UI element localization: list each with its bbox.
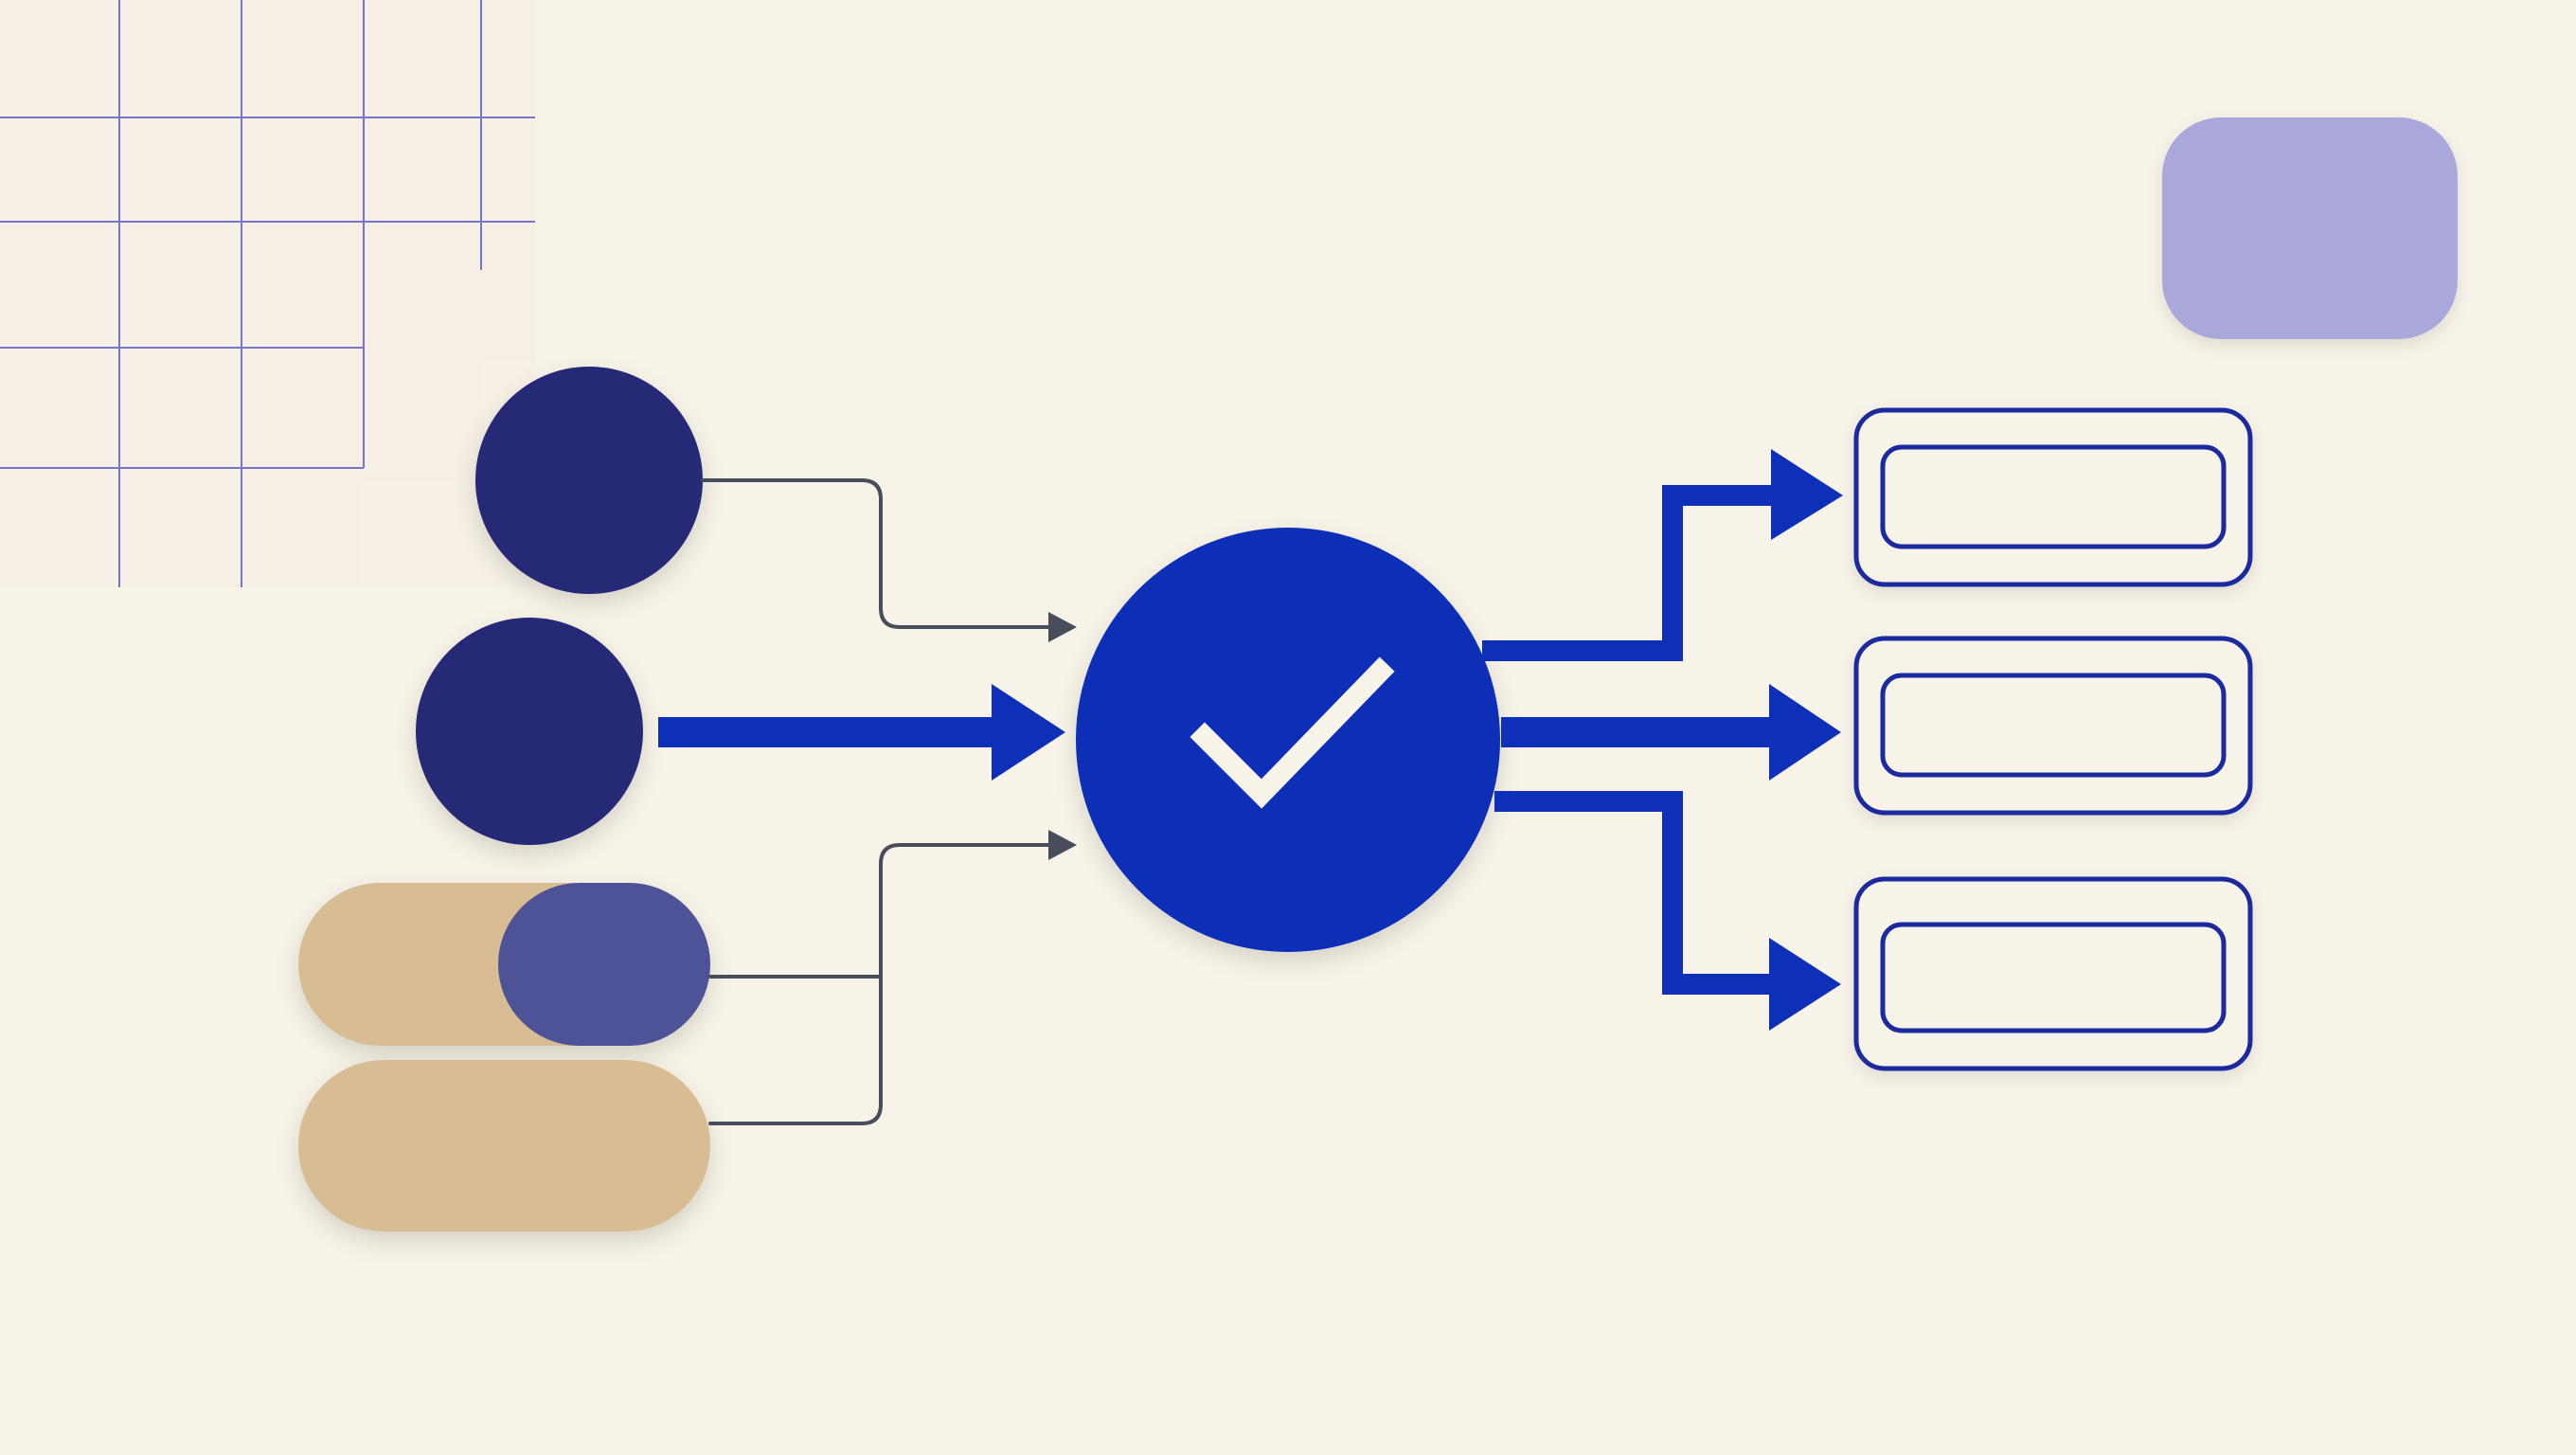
primary-input-arrow: [658, 684, 1065, 781]
input-circle-1: [475, 367, 703, 594]
connector-circle-1-arrowhead: [1048, 612, 1077, 642]
output-flow-1: [1482, 449, 1843, 661]
output-flow-2: [1501, 684, 1841, 781]
output-flow-3: [1494, 791, 1841, 1031]
output-box-3-inner: [1880, 922, 2227, 1033]
verify-hub: [1076, 528, 1500, 952]
output-flow-3-line: [1494, 791, 1780, 995]
output-box-2-inner: [1880, 673, 2227, 778]
output-box-1: [1853, 407, 2253, 587]
connector-circle-1-to-hub: [701, 478, 1053, 629]
output-flow-2-arrowhead: [1769, 684, 1841, 781]
output-flow-1-line: [1482, 485, 1780, 661]
connector-toggle-to-hub: [708, 843, 1053, 979]
checkmark-icon: [1190, 656, 1395, 809]
primary-input-arrowhead: [992, 684, 1065, 781]
input-circle-2: [416, 618, 643, 845]
primary-input-arrow-shaft: [658, 717, 999, 747]
input-toggle: [298, 883, 710, 1046]
input-connectors: [701, 478, 1077, 1125]
output-box-3: [1853, 876, 2253, 1071]
accent-card: [2162, 117, 2458, 339]
verify-hub-circle: [1076, 528, 1500, 952]
output-boxes: [1853, 407, 2253, 1071]
toggle-knob: [498, 883, 710, 1046]
inputs-group: [298, 367, 710, 1231]
input-pill: [298, 1060, 710, 1231]
connector-pill-to-hub: [708, 975, 883, 1125]
output-flow-2-line: [1501, 717, 1771, 747]
output-box-1-inner: [1880, 444, 2227, 549]
background-grid: [0, 0, 535, 587]
output-flow-1-arrowhead: [1771, 449, 1843, 540]
output-flows: [1482, 449, 1843, 1031]
output-flow-3-arrowhead: [1769, 938, 1841, 1031]
connector-toggle-arrowhead: [1048, 830, 1077, 860]
grid-fill: [0, 0, 535, 587]
output-box-2: [1853, 636, 2253, 816]
